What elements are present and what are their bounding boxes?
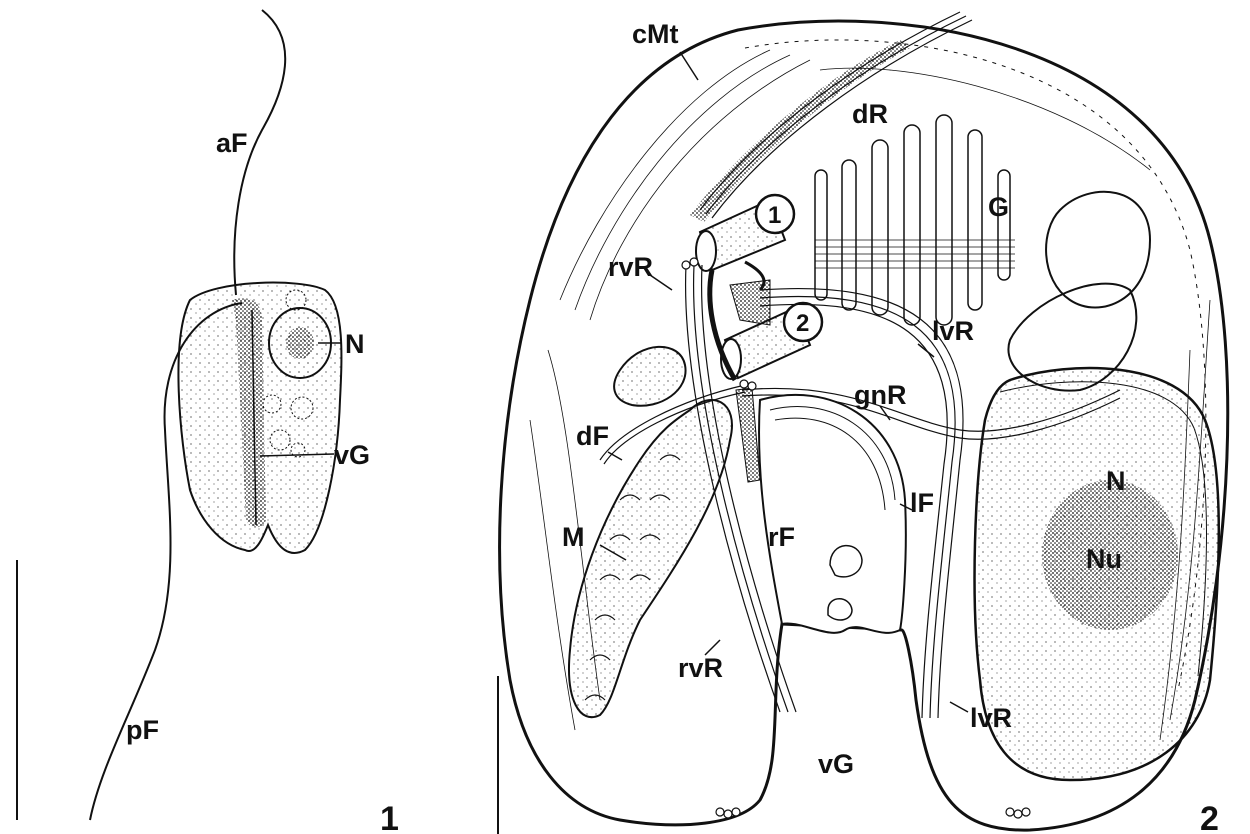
- label-G: G: [988, 192, 1009, 222]
- label-dF: dF: [576, 421, 609, 451]
- golgi: [815, 115, 1010, 325]
- label-rvR-bottom: rvR: [678, 653, 723, 683]
- label-rF: rF: [768, 522, 795, 552]
- label-aF-panel-1: aF: [216, 128, 248, 158]
- vacuole-large: [1046, 192, 1150, 308]
- label-pF-panel-1: pF: [126, 715, 159, 745]
- basal-body-1-label: 1: [768, 202, 781, 229]
- dorsal-root-stipple: [690, 40, 910, 222]
- striated-root: [736, 388, 760, 482]
- label-dR: dR: [852, 99, 888, 129]
- label-lvR-top: lvR: [932, 316, 974, 346]
- basal-body-2-label: 2: [796, 310, 809, 337]
- mitochondrion-small: [614, 347, 685, 406]
- label-lvR-bottom: lvR: [970, 703, 1012, 733]
- label-rvR-top: rvR: [608, 252, 653, 282]
- panel-2: 1 2: [498, 12, 1228, 834]
- label-N: N: [1106, 466, 1126, 496]
- label-N-panel-1: N: [345, 329, 365, 359]
- label-vG: vG: [818, 749, 854, 779]
- label-M: M: [562, 522, 585, 552]
- label-lF: lF: [910, 488, 934, 518]
- panel-number-2: 2: [1200, 800, 1219, 834]
- panel-1: aF N vG pF 1: [17, 10, 399, 834]
- label-Nu: Nu: [1086, 544, 1122, 574]
- label-cMt: cMt: [632, 19, 679, 49]
- label-gnR: gnR: [854, 380, 906, 410]
- ventral-groove-cavity: [759, 395, 906, 633]
- basal-body-2: 2: [721, 303, 822, 379]
- panel-number-1: 1: [380, 800, 399, 834]
- label-vG-panel-1: vG: [334, 440, 370, 470]
